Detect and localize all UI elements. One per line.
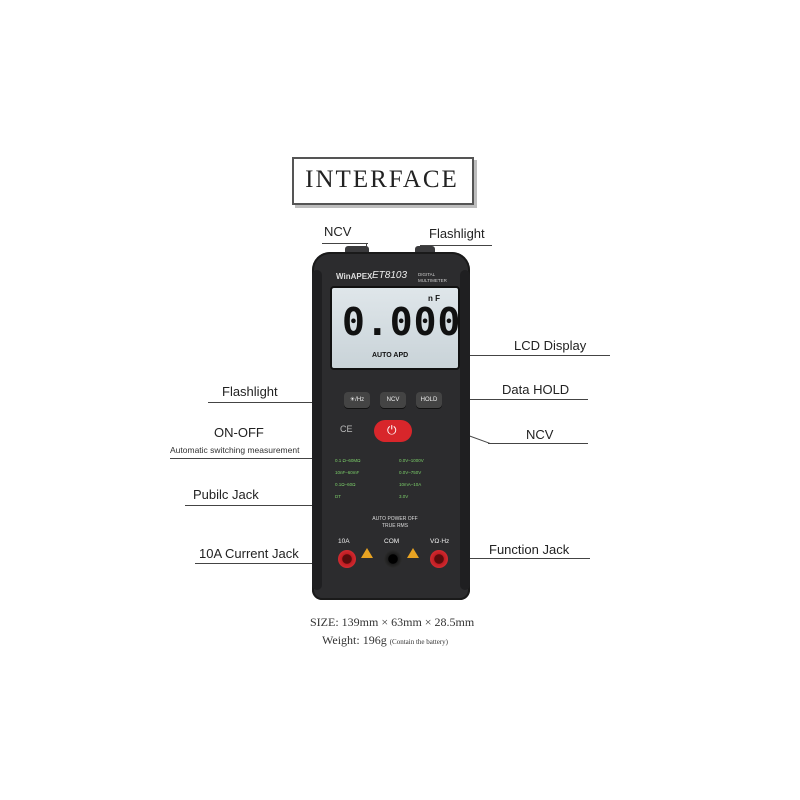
function-range-6: 10mA–10A (399, 482, 422, 487)
leader-flashlight-top (420, 245, 492, 246)
function-range-3: 10nF–60mF (335, 470, 360, 475)
label-public-jack: Pubilc Jack (193, 487, 259, 502)
label-ncv-right: NCV (526, 427, 554, 442)
hold-button[interactable]: HOLD (416, 392, 442, 408)
label-flashlight-top: Flashlight (429, 226, 485, 241)
jack-com[interactable] (384, 550, 402, 568)
function-range-4: 0.0V–750V (399, 470, 422, 475)
side-grip-right (460, 270, 470, 590)
auto-power-off-text: AUTO POWER OFF TRUE RMS (360, 516, 430, 530)
leader-lcd-display (452, 355, 610, 356)
label-data-hold: Data HOLD (502, 382, 570, 397)
function-range-1: 0.1 Ω–60MΩ (335, 458, 361, 463)
ncv-sensor (345, 246, 369, 256)
leader-public-jack (185, 505, 313, 506)
warning-icon-right (407, 548, 419, 558)
label-lcd-display: LCD Display (514, 338, 587, 353)
weight-spec: Weight: 196g (Contain the battery) (322, 633, 448, 648)
jack-label-10a: 10A (338, 538, 350, 545)
label-current-jack: 10A Current Jack (199, 546, 299, 561)
device-subtitle: DIGITAL MULTIMETER (418, 272, 447, 283)
jack-function[interactable] (430, 550, 448, 568)
leader-data-hold (440, 399, 588, 400)
label-function-jack: Function Jack (489, 542, 570, 557)
flashlight-button[interactable]: ☀/Hz (344, 392, 370, 408)
function-range-panel: 0.1 Ω–60MΩ 0.0V–1000V 10nF–60mF 0.0V–750… (335, 458, 453, 510)
label-on-off-sub: Automatic switching measurement (170, 445, 300, 455)
label-flashlight-left: Flashlight (222, 384, 278, 399)
function-range-5: 0.1Ω–60Ω (335, 482, 356, 487)
leader-on-off (170, 458, 390, 459)
label-ncv-top: NCV (324, 224, 352, 239)
function-range-2: 0.0V–1000V (399, 458, 424, 463)
jack-label-com: COM (384, 538, 400, 545)
leader-ncv-top (322, 243, 368, 244)
leader-ncv-right (488, 443, 588, 444)
true-rms: TRUE RMS (381, 523, 409, 529)
side-grip-left (312, 270, 322, 590)
lcd-unit: n F (428, 294, 440, 303)
warning-icon-left (361, 548, 373, 558)
auto-power-off: AUTO POWER OFF (372, 516, 418, 522)
brand-logo: WinAPEX (336, 272, 373, 281)
flashlight-lens (415, 246, 435, 256)
jack-10a[interactable] (338, 550, 356, 568)
leader-function-jack (438, 558, 590, 559)
title-frame (292, 157, 474, 205)
leader-current-jack (195, 563, 345, 564)
jack-label-function: VΩ·Hz (430, 538, 450, 545)
size-spec: SIZE: 139mm × 63mm × 28.5mm (310, 615, 474, 630)
size-label: SIZE: (310, 615, 339, 629)
page-title: INTERFACE (305, 166, 459, 193)
weight-value: 196g (362, 633, 387, 647)
weight-label: Weight: (322, 633, 360, 647)
label-on-off: ON-OFF (214, 425, 264, 440)
lcd-reading: 0.000 (342, 300, 462, 344)
weight-note: (Contain the battery) (389, 638, 449, 646)
function-range-8: 3.0V (399, 494, 409, 499)
size-value: 139mm × 63mm × 28.5mm (341, 615, 475, 629)
function-range-7: DT (335, 494, 341, 499)
power-button[interactable] (374, 420, 412, 442)
model-number: ET8103 (372, 270, 408, 281)
leader-flashlight-left (208, 402, 352, 403)
lcd-mode: AUTO APD (372, 352, 409, 359)
ncv-button[interactable]: NCV (380, 392, 406, 408)
lcd-display (330, 286, 460, 370)
power-icon: ⏻ (387, 423, 397, 437)
ce-mark: CE (340, 424, 353, 434)
